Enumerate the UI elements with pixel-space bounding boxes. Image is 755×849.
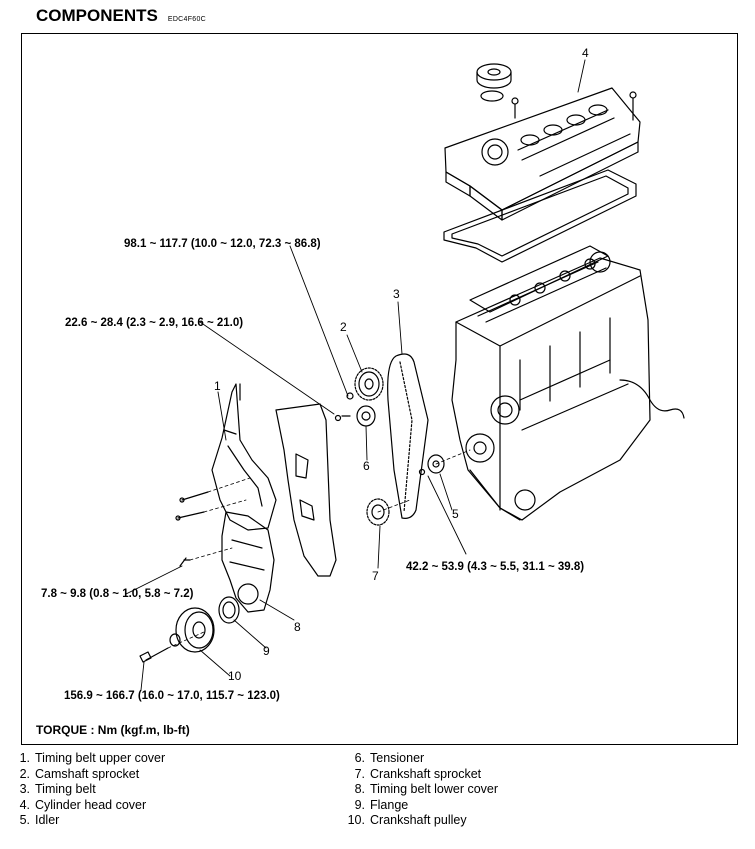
torque-spec-crankshaft-bolt: 156.9 ~ 166.7 (16.0 ~ 17.0, 115.7 ~ 123.… [64, 690, 280, 702]
crankshaft-sprocket [366, 498, 390, 526]
timing-belt-upper-cover [211, 383, 277, 531]
header: COMPONENTS EDC4F60C [36, 6, 206, 26]
idler [418, 454, 445, 476]
callout-6: 6 [363, 459, 370, 473]
legend-item: 6.Tensioner [354, 751, 425, 765]
torque-spec-tensioner-bolt: 22.6 ~ 28.4 (2.3 ~ 2.9, 16.6 ~ 21.0) [65, 317, 244, 329]
legend-item: 10.Crankshaft pulley [347, 813, 467, 827]
legend-left: 1.Timing belt upper cover 2.Camshaft spr… [8, 751, 166, 829]
leader-lines [125, 59, 586, 691]
timing-belt [387, 353, 429, 519]
callout-7: 7 [372, 569, 379, 583]
torque-spec-cover-bolt: 7.8 ~ 9.8 (0.8 ~ 1.0, 5.8 ~ 7.2) [41, 588, 194, 600]
diagram-frame [21, 33, 738, 745]
engine-block [451, 245, 685, 521]
tensioner [334, 405, 376, 427]
document-code: EDC4F60C [167, 16, 207, 23]
timing-belt-lower-cover [221, 511, 275, 613]
callout-8: 8 [294, 620, 301, 634]
cover-gasket [275, 403, 337, 577]
legend-item: 7.Crankshaft sprocket [354, 766, 482, 781]
callout-4: 4 [582, 46, 589, 60]
legend-item: 3.Timing belt [19, 782, 96, 796]
callout-2: 2 [340, 320, 347, 334]
legend-item: 9.Flange [354, 797, 409, 812]
callout-9: 9 [263, 644, 270, 658]
cylinder-head-cover [444, 87, 641, 221]
torque-unit-label: TORQUE : Nm (kgf.m, lb-ft) [36, 723, 190, 737]
assembly-guides [167, 449, 471, 649]
oil-filler-cap [476, 63, 512, 102]
callout-3: 3 [393, 287, 400, 301]
legend-item: 4.Cylinder head cover [19, 797, 147, 812]
head-cover-gasket [443, 169, 637, 263]
callout-10: 10 [228, 669, 242, 683]
callout-5: 5 [452, 507, 459, 521]
legend-right: 6.Tensioner 7.Crankshaft sprocket 8.Timi… [343, 751, 498, 829]
torque-spec-idler-bolt: 42.2 ~ 53.9 (4.3 ~ 5.5, 31.1 ~ 39.8) [406, 561, 585, 573]
flange [218, 596, 240, 624]
camshaft-sprocket [346, 367, 384, 401]
crankshaft-pulley [139, 607, 215, 663]
legend-item: 5.Idler [19, 813, 60, 827]
page-title: COMPONENTS [36, 6, 158, 25]
legend-item: 1.Timing belt upper cover [19, 751, 166, 765]
cover-bolts [175, 491, 209, 567]
legend-item: 8.Timing belt lower cover [354, 782, 499, 796]
callout-1: 1 [214, 379, 221, 393]
torque-spec-camshaft-bolt: 98.1 ~ 117.7 (10.0 ~ 12.0, 72.3 ~ 86.8) [124, 238, 321, 250]
legend-item: 2.Camshaft sprocket [19, 766, 140, 781]
